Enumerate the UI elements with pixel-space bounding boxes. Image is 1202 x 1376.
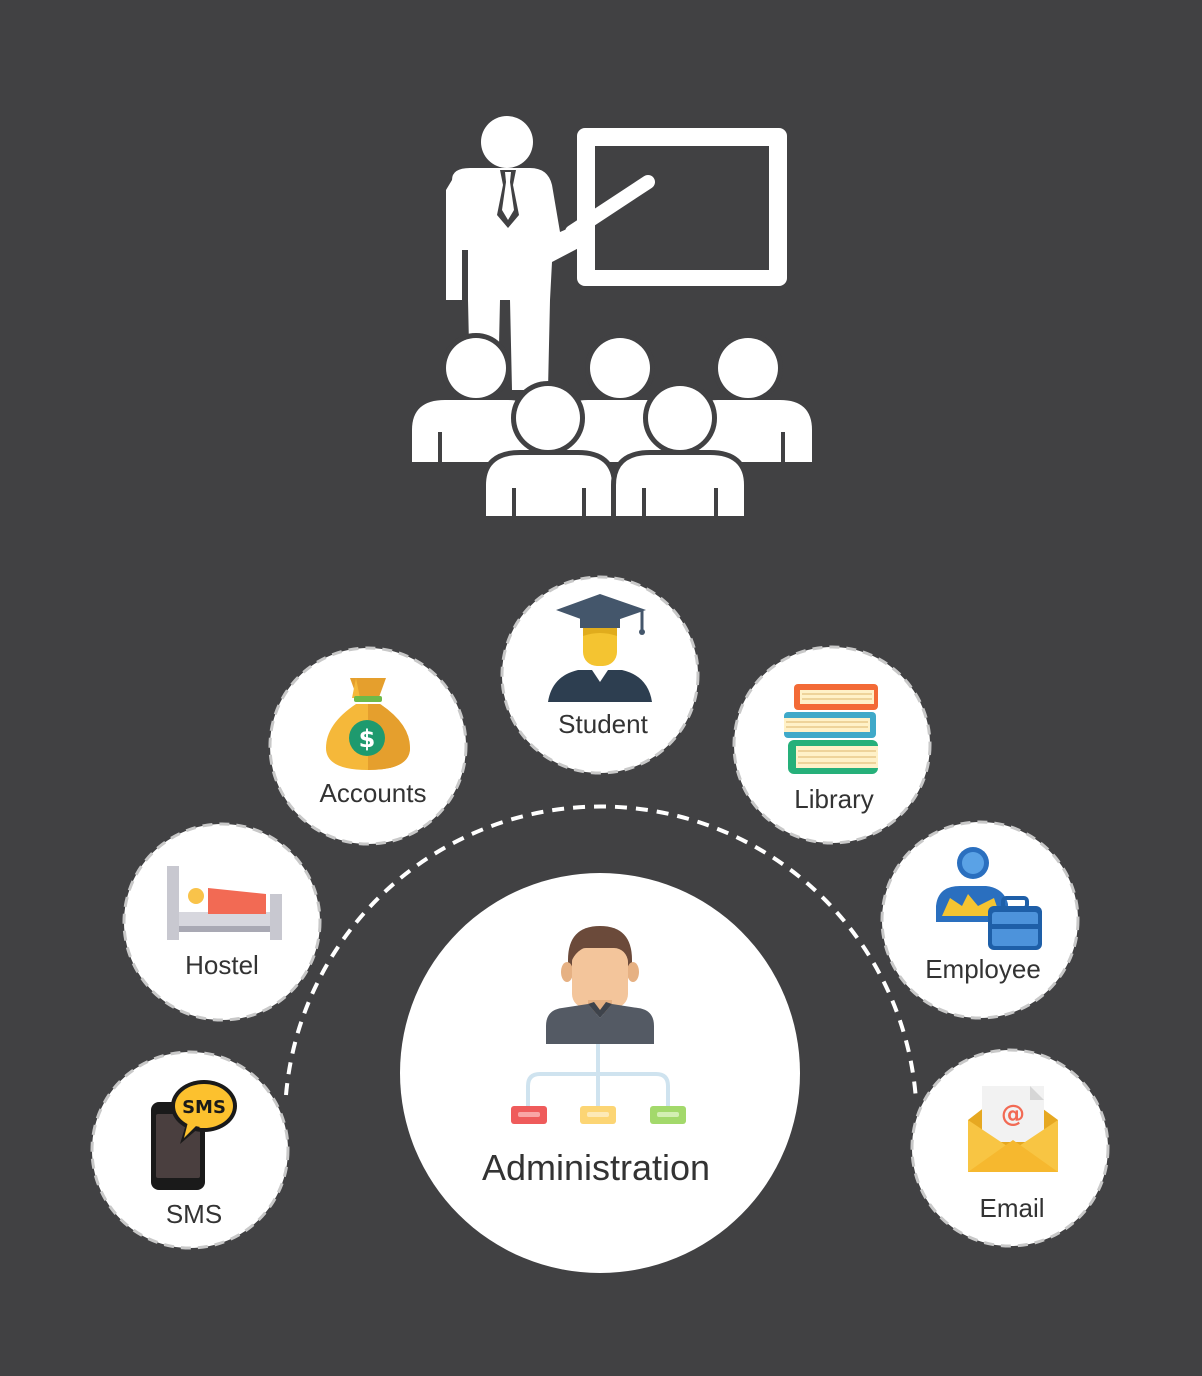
module-email[interactable]: @ Email — [910, 1048, 1110, 1248]
module-hostel[interactable]: Hostel — [122, 822, 322, 1022]
administrator-org-chart-icon — [511, 926, 686, 1124]
hub-label: Administration — [482, 1147, 710, 1188]
module-employee[interactable]: Employee — [880, 820, 1080, 1020]
module-accounts[interactable]: $ Accounts — [268, 646, 468, 846]
module-sms[interactable]: SMS SMS — [90, 1050, 290, 1250]
module-label-sms: SMS — [166, 1199, 222, 1229]
module-label-library: Library — [794, 784, 873, 814]
graduate-student-icon — [548, 594, 652, 702]
administration-hub[interactable]: Administration — [400, 873, 800, 1273]
module-library[interactable]: Library — [732, 645, 932, 845]
module-label-email: Email — [979, 1193, 1044, 1223]
module-label-student: Student — [558, 709, 648, 739]
books-icon — [784, 684, 878, 774]
teacher-presenting-to-students-icon — [412, 116, 812, 521]
svg-text:SMS: SMS — [182, 1097, 226, 1118]
sms-phone-icon: SMS — [151, 1080, 237, 1190]
money-bag-icon: $ — [326, 678, 410, 770]
module-label-employee: Employee — [925, 954, 1041, 984]
module-student[interactable]: Student — [500, 575, 700, 775]
svg-text:$: $ — [359, 725, 376, 753]
hostel-bed-icon — [167, 866, 282, 940]
module-label-hostel: Hostel — [185, 950, 259, 980]
email-envelope-icon: @ — [968, 1086, 1058, 1172]
module-label-accounts: Accounts — [320, 778, 427, 808]
employee-briefcase-icon — [936, 847, 1042, 950]
svg-text:@: @ — [1001, 1100, 1025, 1128]
connector-arc — [284, 804, 918, 1101]
